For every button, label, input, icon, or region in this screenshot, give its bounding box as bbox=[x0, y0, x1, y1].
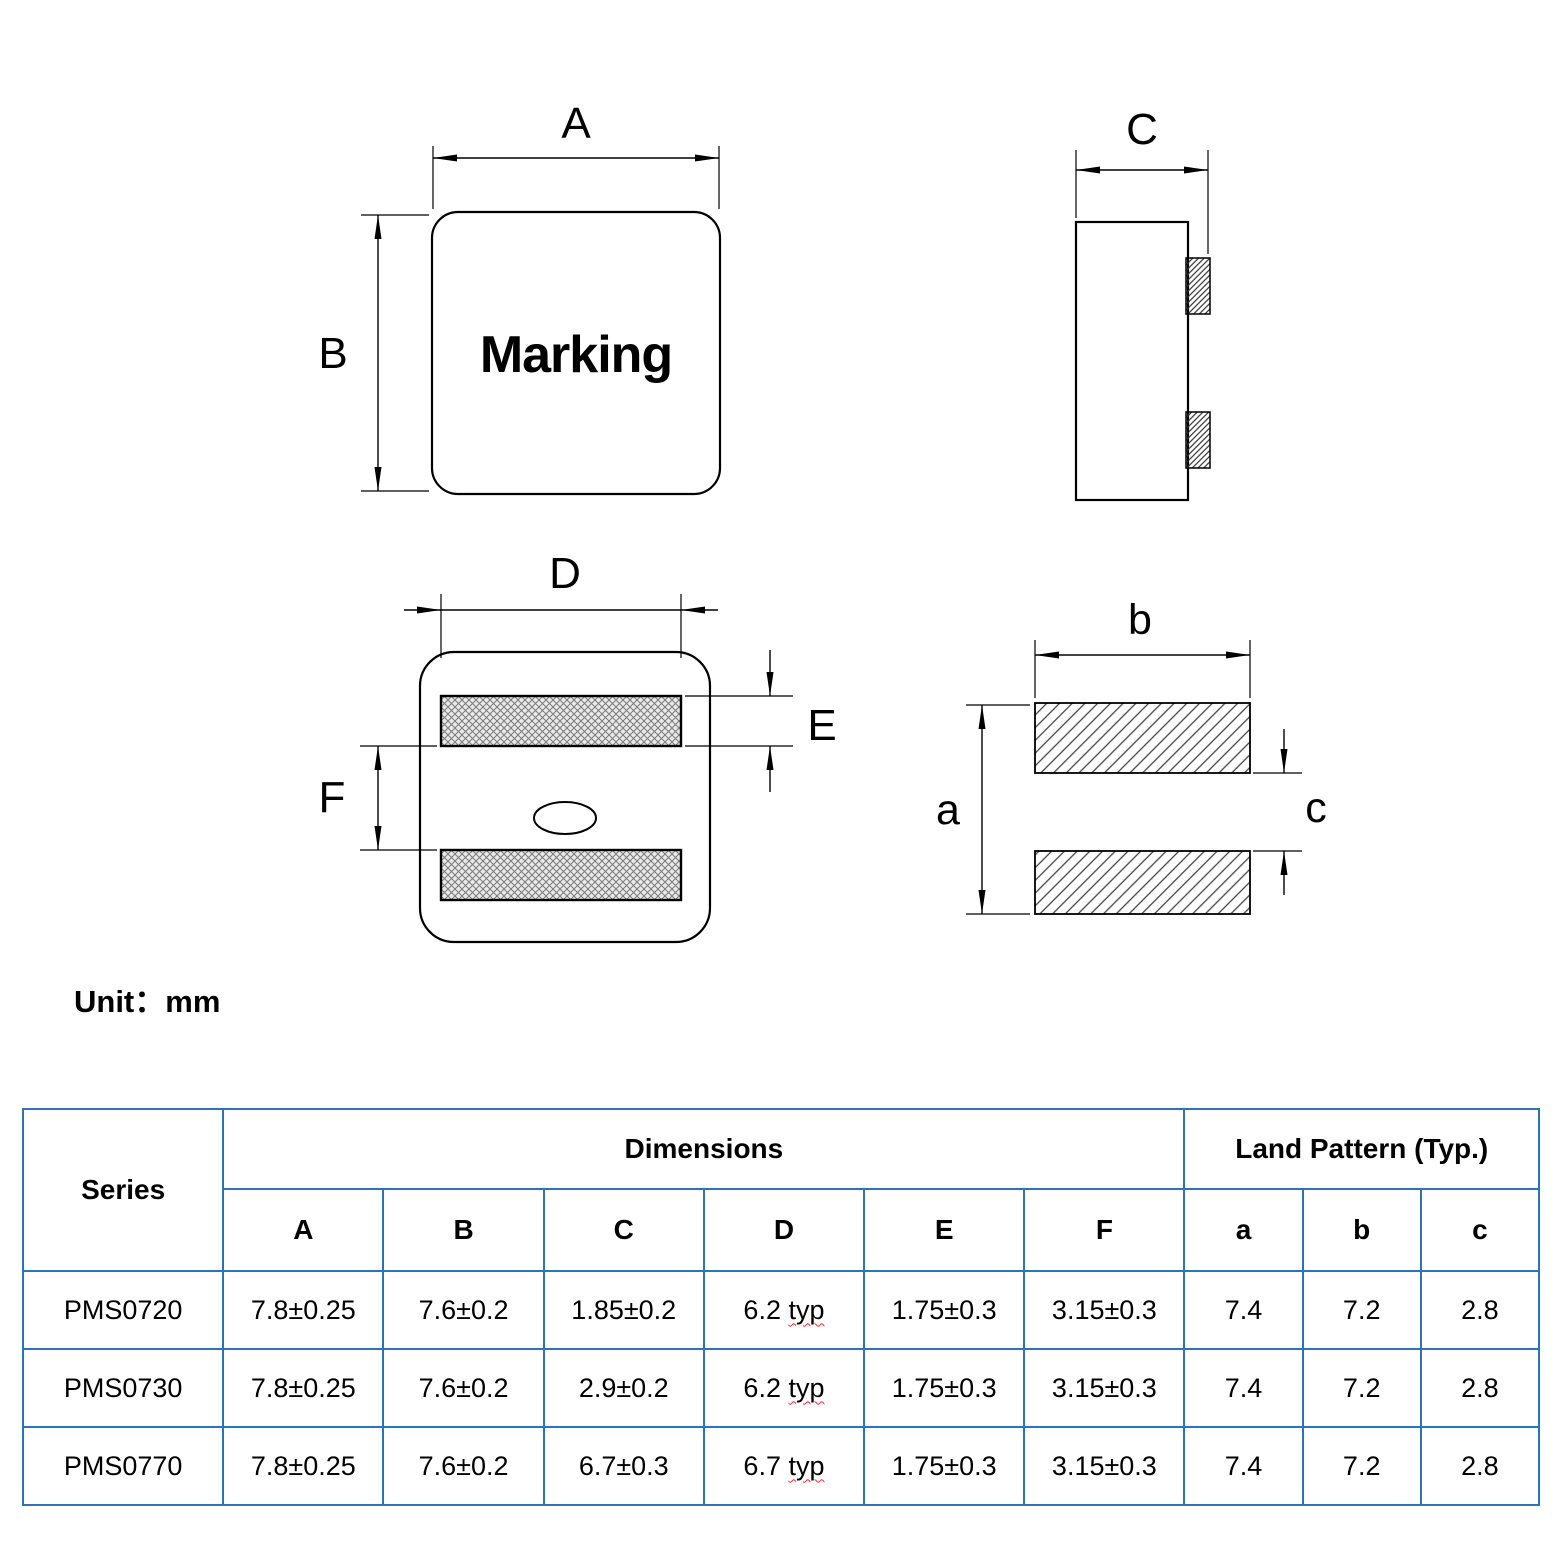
unit-label: Unit：mm bbox=[74, 984, 221, 1019]
land-value-cell: 7.4 bbox=[1183, 1348, 1304, 1428]
land-value-cell: 7.2 bbox=[1301, 1270, 1422, 1350]
dim-value-cell: 2.9±0.2 bbox=[542, 1348, 705, 1428]
land-value-cell: 2.8 bbox=[1419, 1270, 1541, 1350]
col-header-c: c bbox=[1419, 1188, 1541, 1272]
land-value-cell: 7.4 bbox=[1183, 1270, 1304, 1350]
land-pattern-drawing: b a c bbox=[936, 596, 1327, 915]
dim-f-label: F bbox=[319, 773, 346, 822]
dim-value-cell: 7.8±0.25 bbox=[222, 1348, 385, 1428]
dim-value-cell: 6.7±0.3 bbox=[542, 1426, 705, 1506]
dim-a-label: A bbox=[561, 99, 591, 148]
dim-value-cell: 6.2 typ bbox=[702, 1348, 866, 1428]
component-body-top-view bbox=[430, 210, 722, 496]
col-header-A: A bbox=[222, 1188, 385, 1272]
dim-value-cell: 7.6±0.2 bbox=[382, 1348, 545, 1428]
dimension-drawing-svg: Marking A B C bbox=[318, 99, 1327, 944]
dim-value-cell: 3.15±0.3 bbox=[1023, 1348, 1186, 1428]
land-value-cell: 2.8 bbox=[1419, 1426, 1541, 1506]
dim-value-cell: 7.8±0.25 bbox=[222, 1426, 385, 1506]
series-cell: PMS0720 bbox=[21, 1270, 225, 1350]
dimension-b: B bbox=[318, 214, 429, 492]
bottom-pad-top bbox=[439, 694, 683, 748]
land-value-cell: 2.8 bbox=[1419, 1348, 1541, 1428]
marking-label: Marking bbox=[480, 326, 672, 384]
land-pad-bottom bbox=[1034, 850, 1251, 915]
dimension-d: D bbox=[404, 549, 718, 658]
dimension-land-c: c bbox=[1253, 729, 1327, 895]
land-value-cell: 7.2 bbox=[1301, 1348, 1422, 1428]
table-row-pms0770: PMS0770 7.8±0.25 7.6±0.2 6.7±0.3 6.7 typ… bbox=[21, 1426, 1541, 1506]
dim-value-cell: 1.75±0.3 bbox=[863, 1426, 1026, 1506]
dim-land-c-label: c bbox=[1305, 784, 1327, 832]
col-header-D: D bbox=[702, 1188, 866, 1272]
dim-value-cell: 1.75±0.3 bbox=[863, 1270, 1026, 1350]
header-series: Series bbox=[21, 1108, 225, 1272]
table-row-pms0730: PMS0730 7.8±0.25 7.6±0.2 2.9±0.2 6.2 typ… bbox=[21, 1348, 1541, 1428]
land-pad-top bbox=[1034, 702, 1251, 774]
series-cell: PMS0770 bbox=[21, 1426, 225, 1506]
dimension-e: E bbox=[685, 650, 837, 792]
col-header-E: E bbox=[863, 1188, 1026, 1272]
dim-value-cell: 1.85±0.2 bbox=[542, 1270, 705, 1350]
dim-d-label: D bbox=[549, 549, 581, 598]
dimension-land-a: a bbox=[936, 704, 1030, 915]
dim-value-cell: 6.2 typ bbox=[702, 1270, 866, 1350]
dim-value-cell: 3.15±0.3 bbox=[1023, 1270, 1186, 1350]
technical-drawings: Marking A B C bbox=[318, 99, 1327, 944]
land-value-cell: 7.4 bbox=[1183, 1426, 1304, 1506]
dim-b-label: B bbox=[318, 329, 347, 378]
header-land-pattern: Land Pattern (Typ.) bbox=[1183, 1108, 1540, 1190]
col-header-F: F bbox=[1023, 1188, 1186, 1272]
terminal-bottom bbox=[1185, 411, 1211, 469]
header-dimensions: Dimensions bbox=[222, 1108, 1186, 1190]
dim-value-cell: 7.6±0.2 bbox=[382, 1426, 545, 1506]
dim-value-cell: 3.15±0.3 bbox=[1023, 1426, 1186, 1506]
table-row-pms0720: PMS0720 7.8±0.25 7.6±0.2 1.85±0.2 6.2 ty… bbox=[21, 1270, 1541, 1350]
dim-value-cell: 1.75±0.3 bbox=[863, 1348, 1026, 1428]
col-header-a: a bbox=[1183, 1188, 1304, 1272]
bottom-view-drawing: D E F bbox=[319, 549, 837, 944]
dim-value-cell: 7.6±0.2 bbox=[382, 1270, 545, 1350]
bottom-pad-bottom bbox=[439, 848, 683, 902]
dimension-c: C bbox=[1075, 105, 1209, 254]
series-cell: PMS0730 bbox=[21, 1348, 225, 1428]
land-value-cell: 7.2 bbox=[1301, 1426, 1422, 1506]
component-body-side-view bbox=[1074, 220, 1190, 502]
col-header-b: b bbox=[1301, 1188, 1422, 1272]
center-hole bbox=[533, 801, 597, 835]
dim-e-label: E bbox=[807, 701, 836, 750]
dim-land-a-label: a bbox=[936, 786, 960, 834]
dim-c-label: C bbox=[1126, 105, 1158, 154]
terminal-top bbox=[1185, 257, 1211, 315]
dim-value-cell: 6.7 typ bbox=[702, 1426, 866, 1506]
col-header-B: B bbox=[382, 1188, 545, 1272]
dim-land-b-label: b bbox=[1128, 596, 1152, 644]
dimension-f: F bbox=[319, 745, 437, 851]
top-view-drawing: Marking A B bbox=[318, 99, 722, 496]
col-header-C: C bbox=[542, 1188, 705, 1272]
side-view-drawing: C bbox=[1074, 105, 1211, 502]
dimensions-table: Series Dimensions Land Pattern (Typ.) A … bbox=[21, 1108, 1541, 1506]
dim-value-cell: 7.8±0.25 bbox=[222, 1270, 385, 1350]
dimension-a: A bbox=[432, 99, 720, 209]
dimension-land-b: b bbox=[1034, 596, 1251, 698]
